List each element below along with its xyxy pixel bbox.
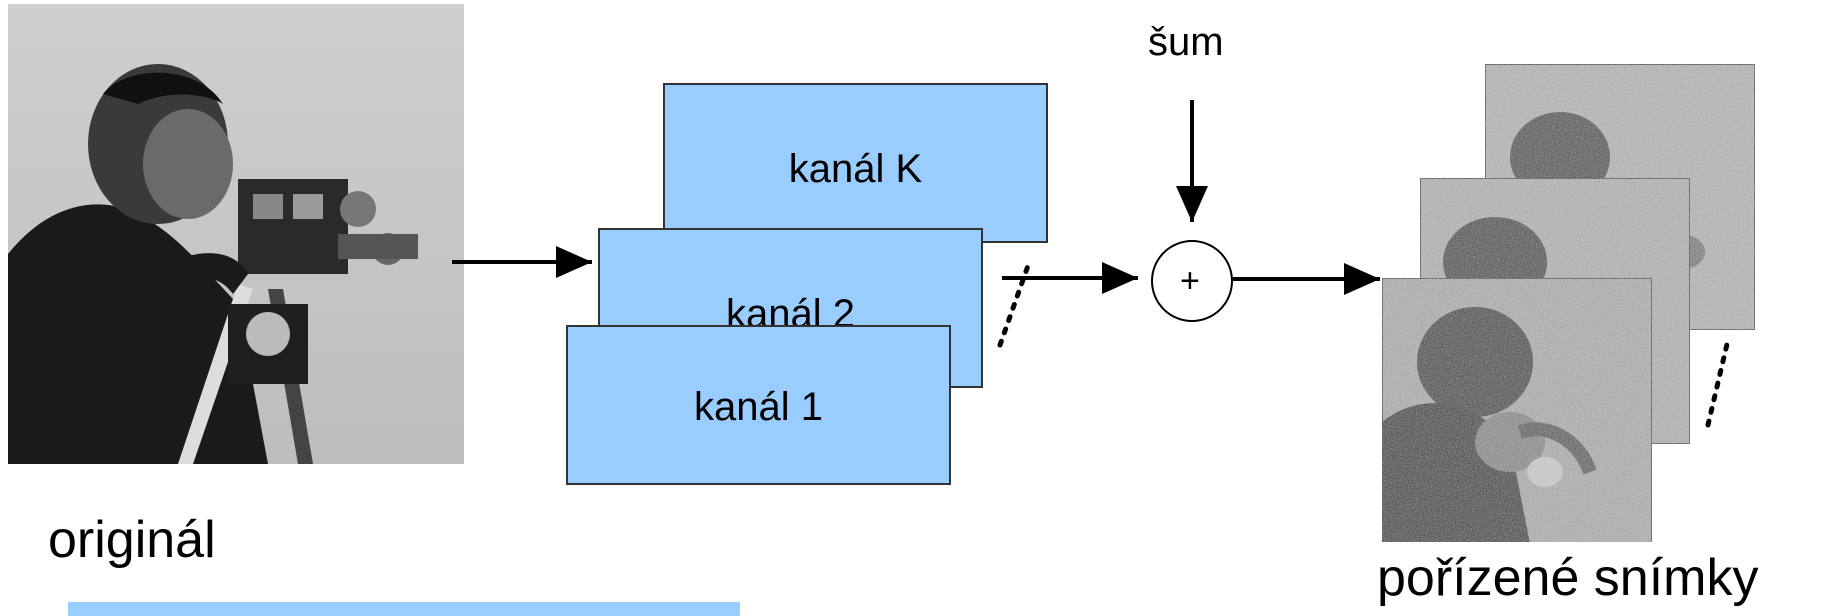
captured-images-stack xyxy=(1381,63,1756,542)
channel-ellipsis-dots xyxy=(997,257,1033,348)
channel-k-box: kanál K xyxy=(663,83,1048,243)
channel-1-box: kanál 1 xyxy=(566,325,951,485)
captured-images-label: pořízené snímky xyxy=(1377,549,1759,607)
channel-1-label: kanál 1 xyxy=(694,385,823,429)
output-ellipsis-dots xyxy=(1705,337,1731,428)
channel-k-label: kanál K xyxy=(788,147,923,191)
original-image xyxy=(8,4,464,464)
adder-symbol: + xyxy=(1180,262,1200,300)
captured-image-1 xyxy=(1381,277,1653,542)
accent-bar xyxy=(68,602,740,616)
noise-label: šum xyxy=(1148,20,1224,64)
original-label: originál xyxy=(48,511,216,569)
